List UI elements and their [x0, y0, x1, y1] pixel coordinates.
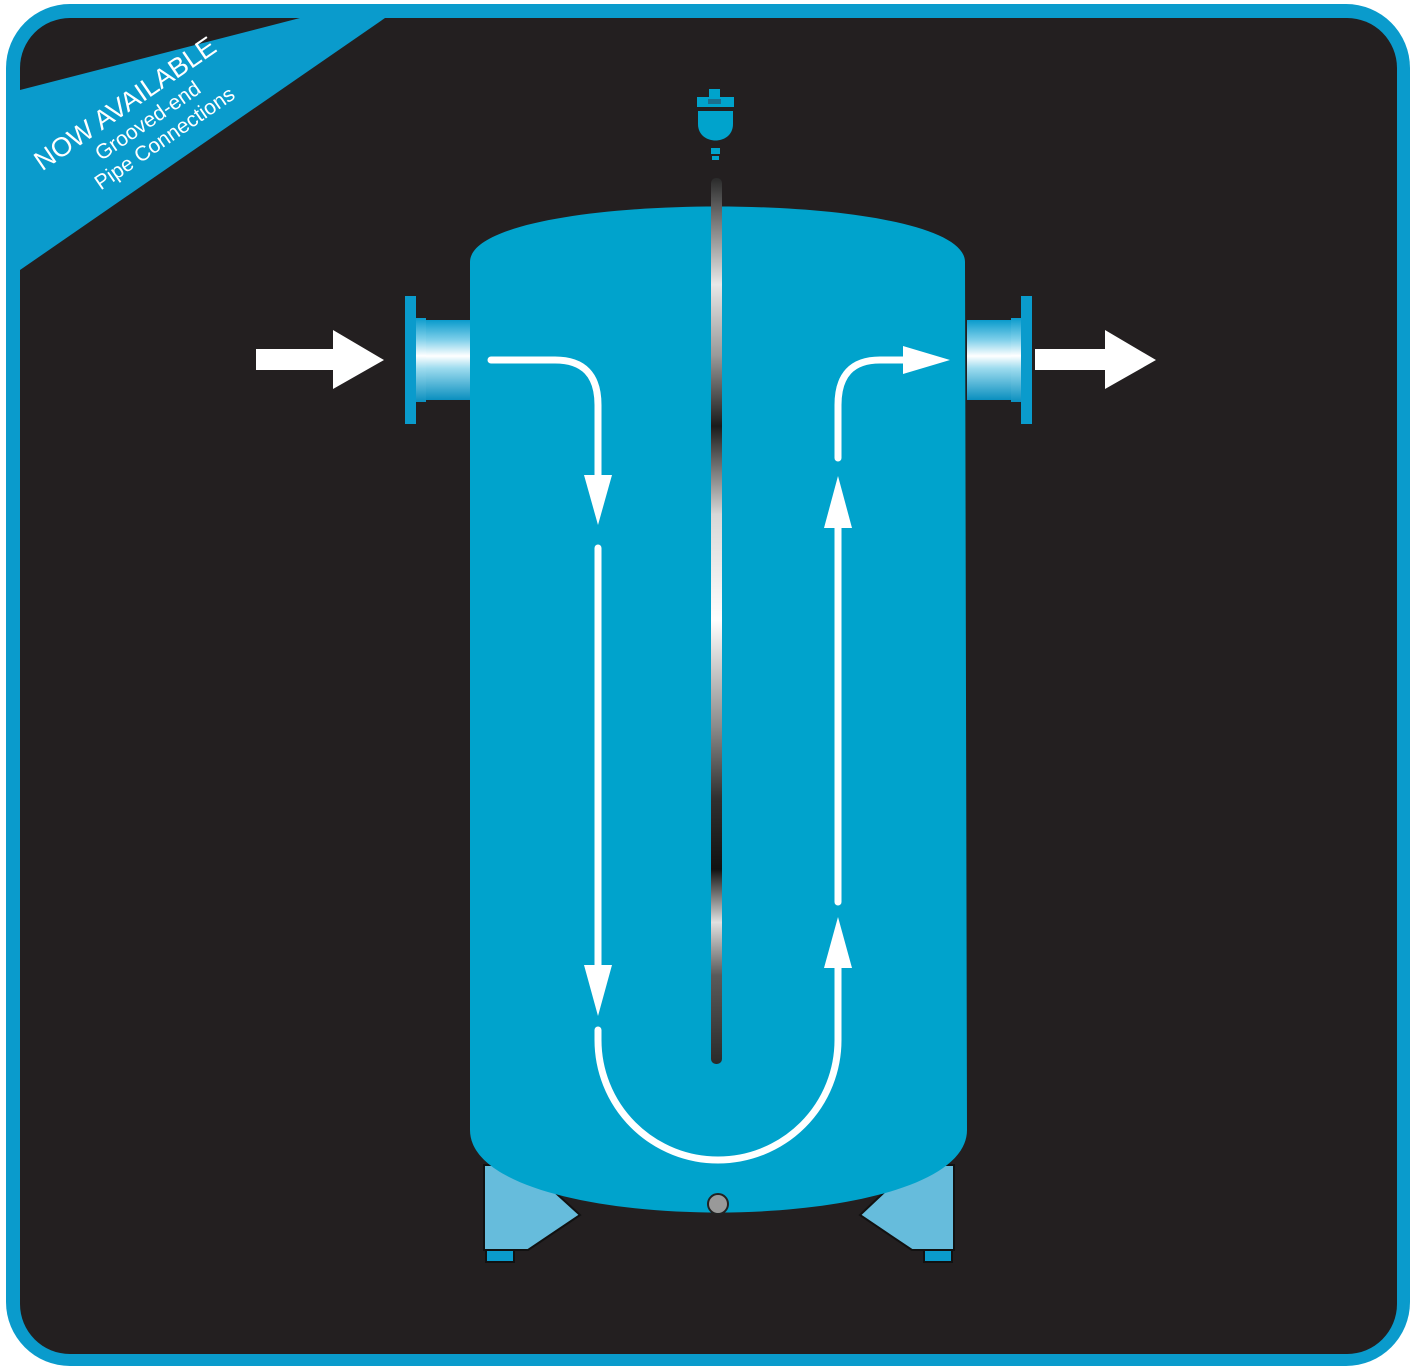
right-arrow-icon: [903, 346, 950, 374]
up-arrow-icon: [824, 476, 852, 528]
flow-arrowheads: [584, 346, 950, 1016]
outlet-arrow-icon: [1035, 330, 1156, 389]
inlet-arrow-icon: [256, 330, 384, 389]
down-arrow-icon: [584, 965, 612, 1016]
center-rod: [711, 178, 722, 1064]
up-arrow-icon: [824, 917, 852, 968]
air-vent-icon: [697, 89, 734, 160]
flow-path: [487, 356, 910, 1164]
inlet-pipe: [405, 296, 470, 424]
outlet-pipe: [967, 296, 1032, 424]
left-foot: [483, 1164, 582, 1263]
corner-banner: [20, 18, 385, 270]
down-arrow-icon: [584, 475, 612, 525]
drain-plug-icon: [707, 1193, 729, 1215]
